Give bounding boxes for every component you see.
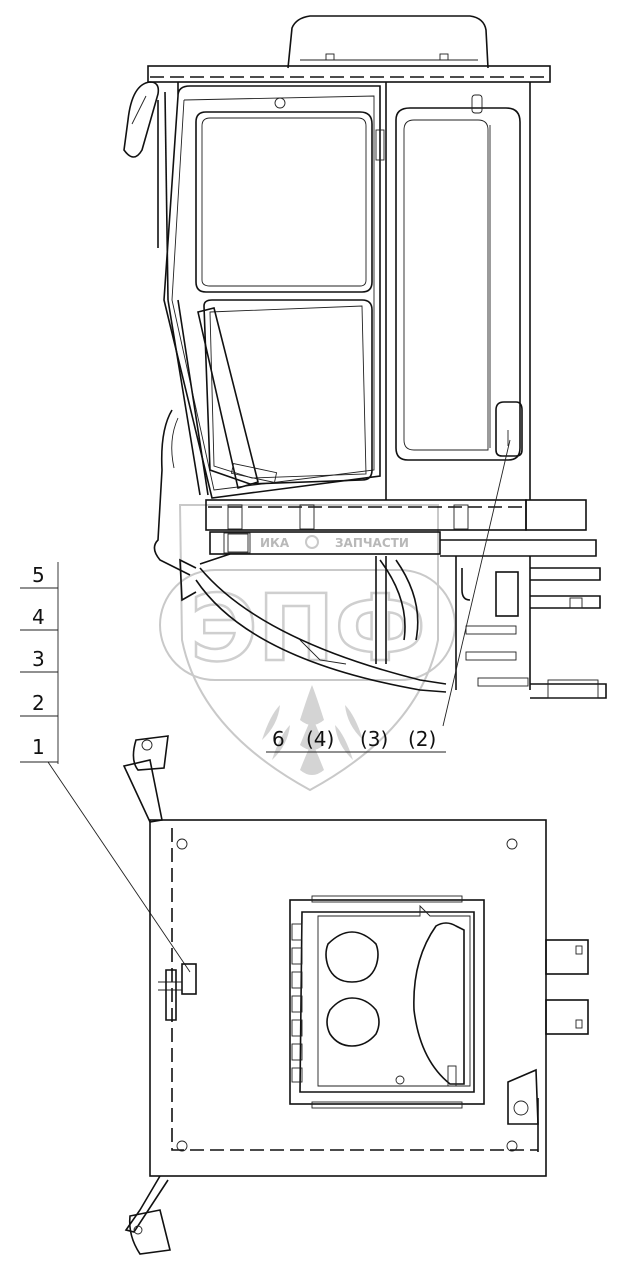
cab-side-view [123,15,607,699]
callout-label-5: 5 [32,563,45,587]
callout-label-3: 3 [32,647,45,671]
callout-label-p3: (3) [360,727,388,751]
callout-label-4: 4 [32,605,45,629]
callout-row: 6 (4) (3) (2) [266,727,446,753]
leader-lines [47,439,511,973]
wheat-emblem-icon [262,685,363,775]
louvre-stack [291,923,303,1083]
callout-label-p4: (4) [306,727,334,751]
watermark-text-left: ИКА [260,536,290,550]
watermark-brand: ЭПФ [190,575,426,682]
callout-table: 5 4 3 2 1 [20,562,59,764]
watermark: ЭПФ ИКА ЗАПЧАСТИ [159,504,456,792]
callout-label-1: 1 [32,735,45,759]
cab-top-view [122,735,589,1255]
watermark-text-right: ЗАПЧАСТИ [335,536,409,550]
callout-label-2: 2 [32,691,45,715]
callout-label-p2: (2) [408,727,436,751]
callout-label-6: 6 [272,727,285,751]
